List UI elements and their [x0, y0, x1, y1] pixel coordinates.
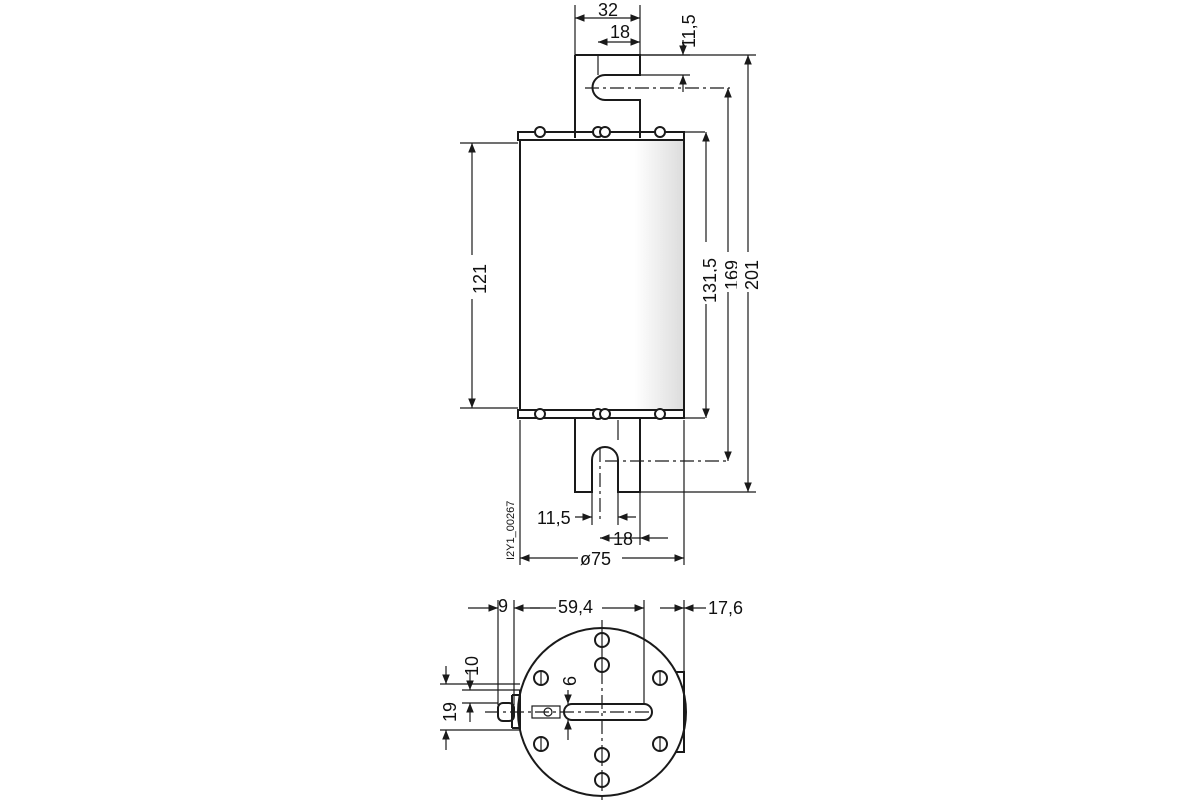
dim-body-width: 59,4 [558, 597, 593, 617]
bottom-blade [574, 418, 641, 493]
bottom-view: 9 59,4 17,6 10 19 6 [440, 594, 743, 800]
bottom-screws [534, 408, 666, 420]
dim-slot-spacing-bottom: 18 [613, 529, 633, 549]
front-view: 32 18 11,5 121 131,5 169 201 [460, 0, 762, 569]
dim-body-height: 121 [470, 264, 490, 294]
right-tab [676, 671, 685, 753]
dim-slot-spacing-top: 18 [610, 22, 630, 42]
dim-contact-height: 131,5 [700, 258, 720, 303]
dim-blade-width: 32 [598, 0, 618, 20]
dim-slot-width-bottom: 11,5 [537, 508, 571, 528]
dim-overall-height: 201 [742, 260, 762, 290]
drawing-id: I2Y1_00267 [505, 501, 517, 560]
fuse-body [519, 139, 685, 411]
dim-offset-left: 9 [498, 596, 508, 616]
bottom-view-screws [533, 632, 668, 788]
dim-height: 19 [440, 702, 460, 722]
top-blade [574, 54, 641, 138]
dim-diameter: ø75 [580, 549, 611, 569]
dim-hole: 6 [560, 676, 580, 686]
dim-slot-width-top: 11,5 [679, 14, 699, 48]
indicator-housing [511, 690, 521, 730]
top-screws [534, 126, 666, 138]
dim-indicator: 10 [462, 656, 482, 676]
dim-right-tab: 17,6 [708, 598, 743, 618]
blade-slot [563, 703, 653, 721]
